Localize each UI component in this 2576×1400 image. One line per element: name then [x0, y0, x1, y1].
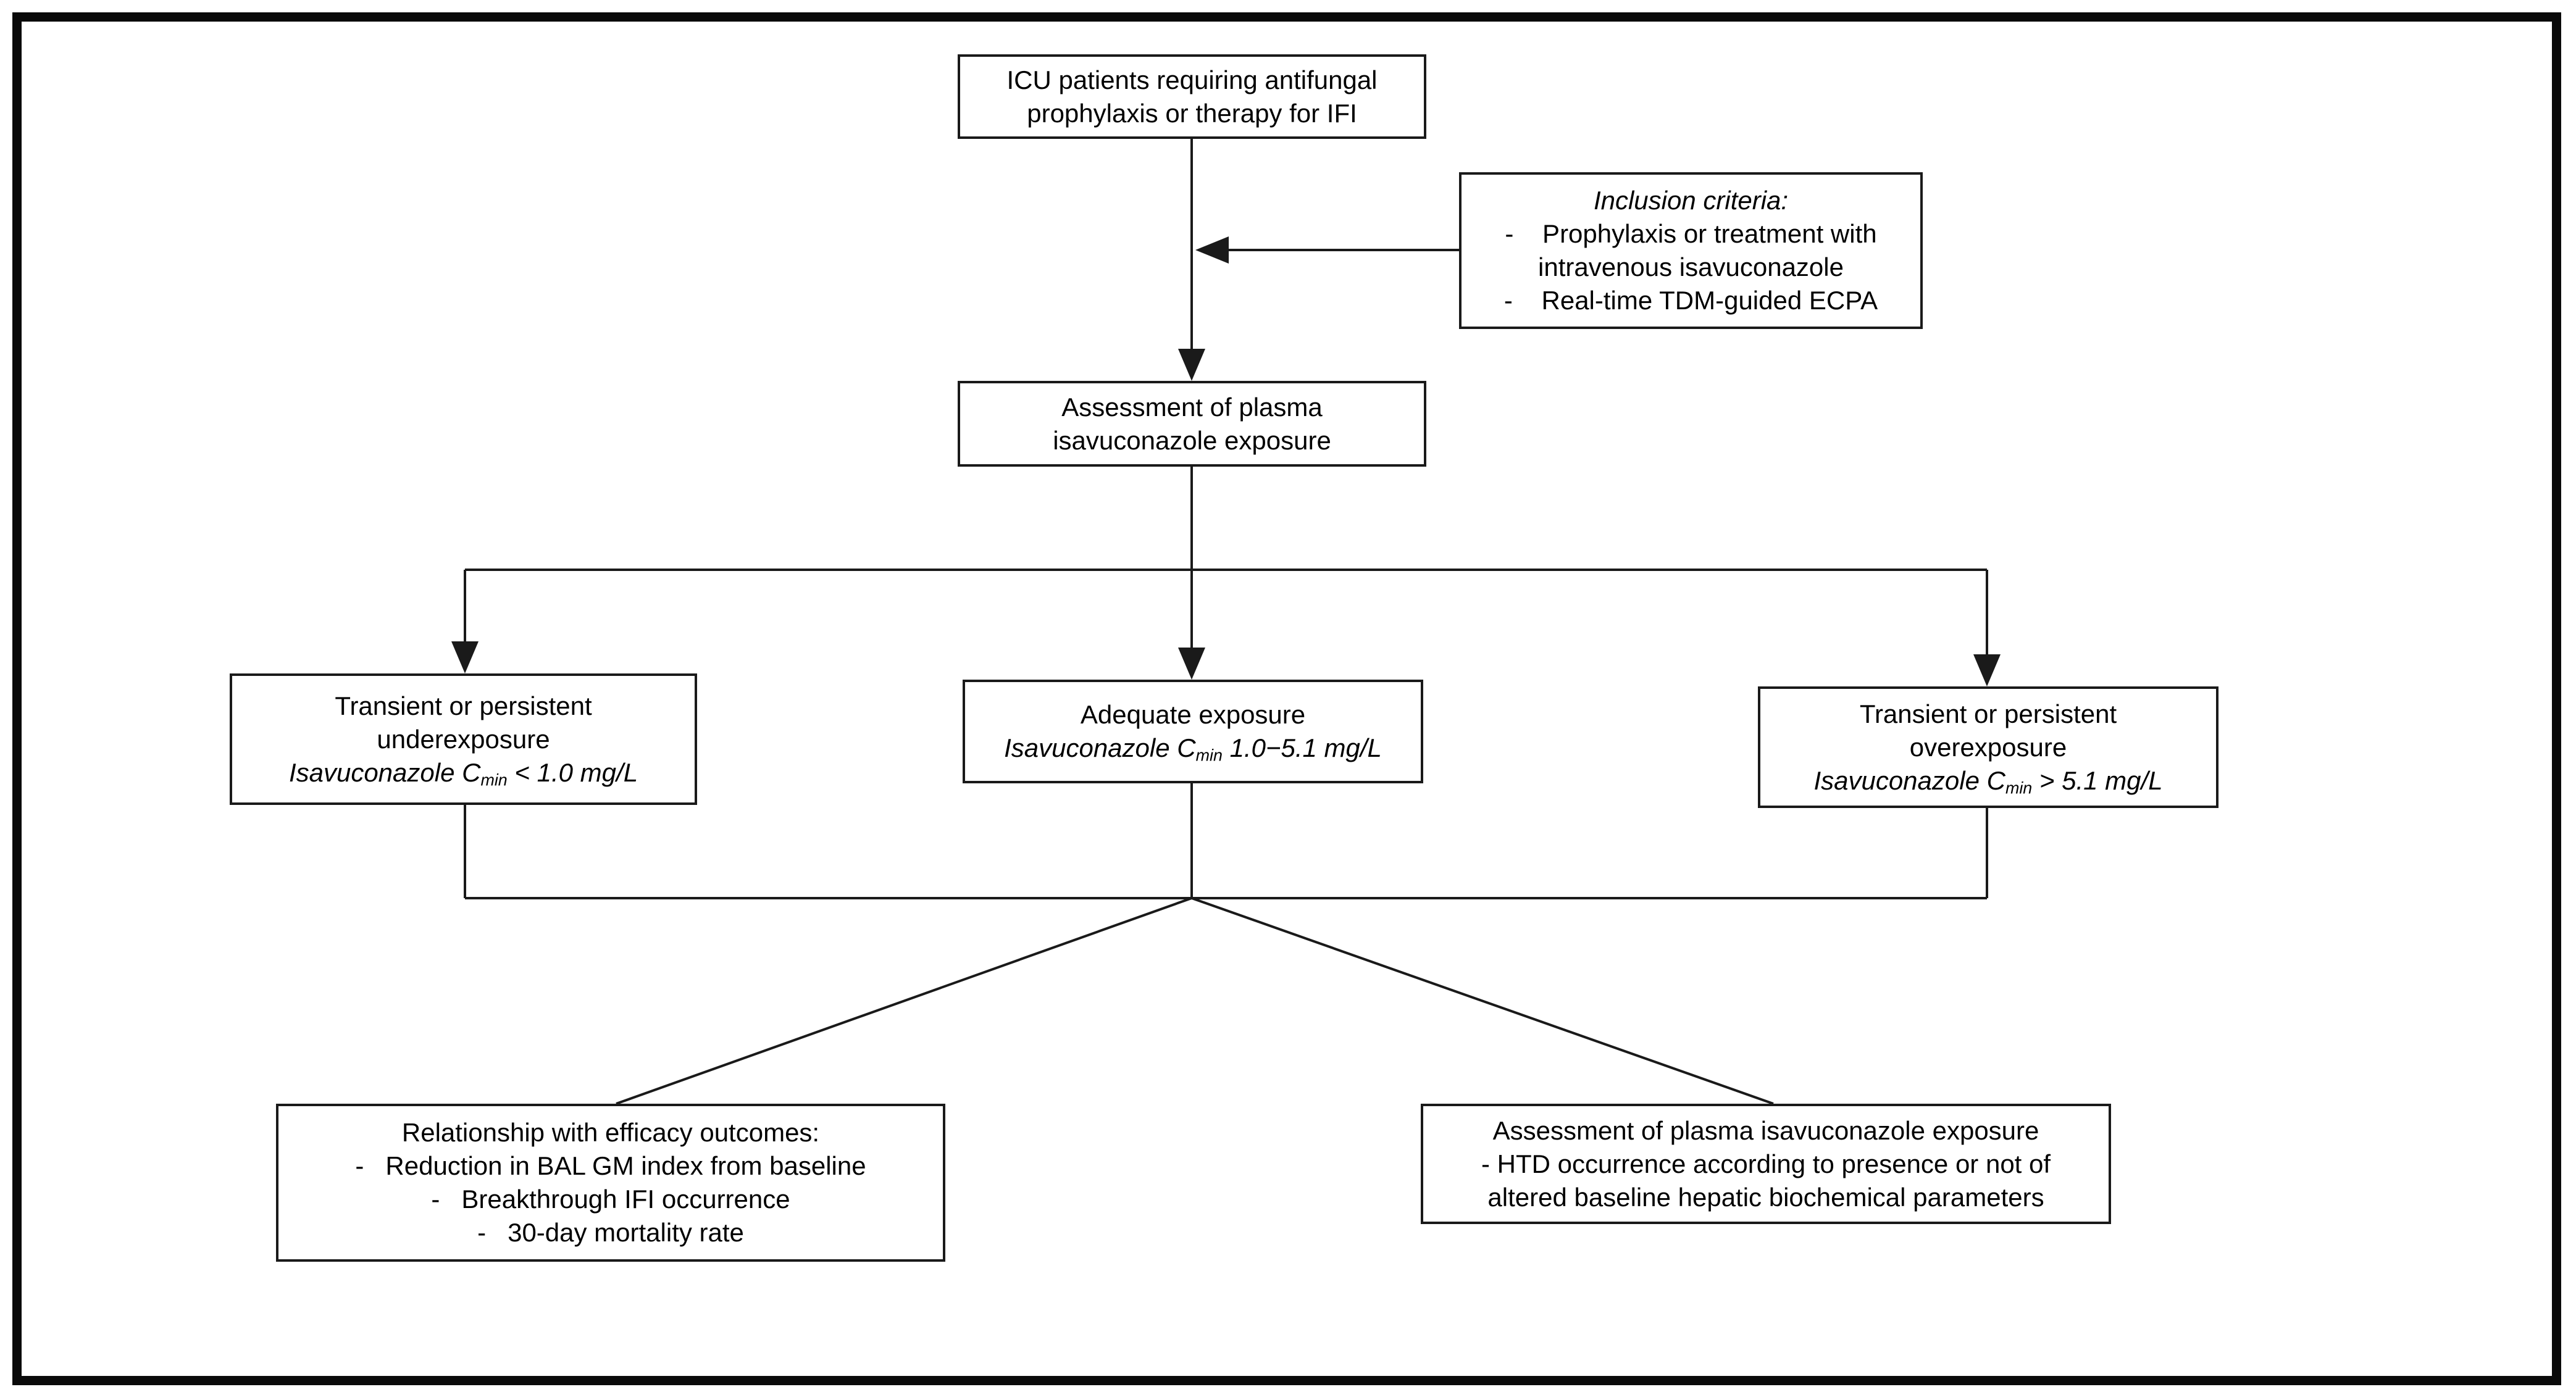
- box-line: - HTD occurrence according to presence o…: [1481, 1149, 2051, 1178]
- underexposure-box: Transient or persistent underexposure Is…: [230, 673, 697, 805]
- box-line: intravenous isavuconazole: [1538, 252, 1844, 281]
- htd-occurrence-box: Assessment of plasma isavuconazole expos…: [1421, 1104, 2111, 1224]
- arrow-down-into-overexposure-icon: [1973, 654, 2001, 686]
- box-line: - Breakthrough IFI occurrence: [431, 1185, 790, 1214]
- adequate-threshold: Isavuconazole Cmin 1.0−5.1 mg/L: [1004, 733, 1382, 765]
- efficacy-outcomes-box: Relationship with efficacy outcomes: - R…: [276, 1104, 945, 1262]
- arrow-down-into-assessment-icon: [1178, 349, 1205, 381]
- arrow-down-into-adequate-icon: [1178, 648, 1205, 680]
- underexposure-threshold: Isavuconazole Cmin < 1.0 mg/L: [288, 757, 638, 790]
- box-line: Assessment of plasma: [1061, 392, 1323, 422]
- box-line: - 30-day mortality rate: [477, 1218, 744, 1247]
- box-line: overexposure: [1909, 732, 2067, 762]
- icu-patients-box: ICU patients requiring antifungal prophy…: [958, 54, 1426, 139]
- box-line: Relationship with efficacy outcomes:: [401, 1118, 820, 1147]
- arrow-down-into-underexposure-icon: [451, 641, 479, 673]
- box-line: altered baseline hepatic biochemical par…: [1487, 1182, 2044, 1212]
- adequate-exposure-box: Adequate exposure Isavuconazole Cmin 1.0…: [963, 680, 1423, 783]
- box-line: - Real-time TDM-guided ECPA: [1503, 286, 1878, 315]
- box-line: isavuconazole exposure: [1053, 425, 1331, 455]
- connector-diagonal-right: [1191, 897, 1774, 1105]
- box-line: prophylaxis or therapy for IFI: [1027, 98, 1357, 128]
- arrow-left-from-inclusion-icon: [1195, 236, 1229, 264]
- connector-diagonal-left: [616, 897, 1192, 1105]
- box-line: - Prophylaxis or treatment with: [1505, 219, 1877, 248]
- box-line: - Reduction in BAL GM index from baselin…: [355, 1151, 866, 1180]
- box-line: Adequate exposure: [1080, 700, 1306, 729]
- inclusion-criteria-title: Inclusion criteria:: [1593, 186, 1789, 215]
- box-line: Transient or persistent: [335, 691, 592, 720]
- assessment-exposure-box: Assessment of plasma isavuconazole expos…: [958, 381, 1426, 467]
- box-line: ICU patients requiring antifungal: [1006, 65, 1378, 94]
- overexposure-threshold: Isavuconazole Cmin > 5.1 mg/L: [1813, 765, 2163, 798]
- overexposure-box: Transient or persistent overexposure Isa…: [1758, 686, 2218, 808]
- box-line: Transient or persistent: [1859, 699, 2117, 728]
- inclusion-criteria-box: Inclusion criteria: - Prophylaxis or tre…: [1459, 172, 1923, 329]
- box-line: Assessment of plasma isavuconazole expos…: [1492, 1115, 2039, 1145]
- box-line: underexposure: [377, 724, 550, 754]
